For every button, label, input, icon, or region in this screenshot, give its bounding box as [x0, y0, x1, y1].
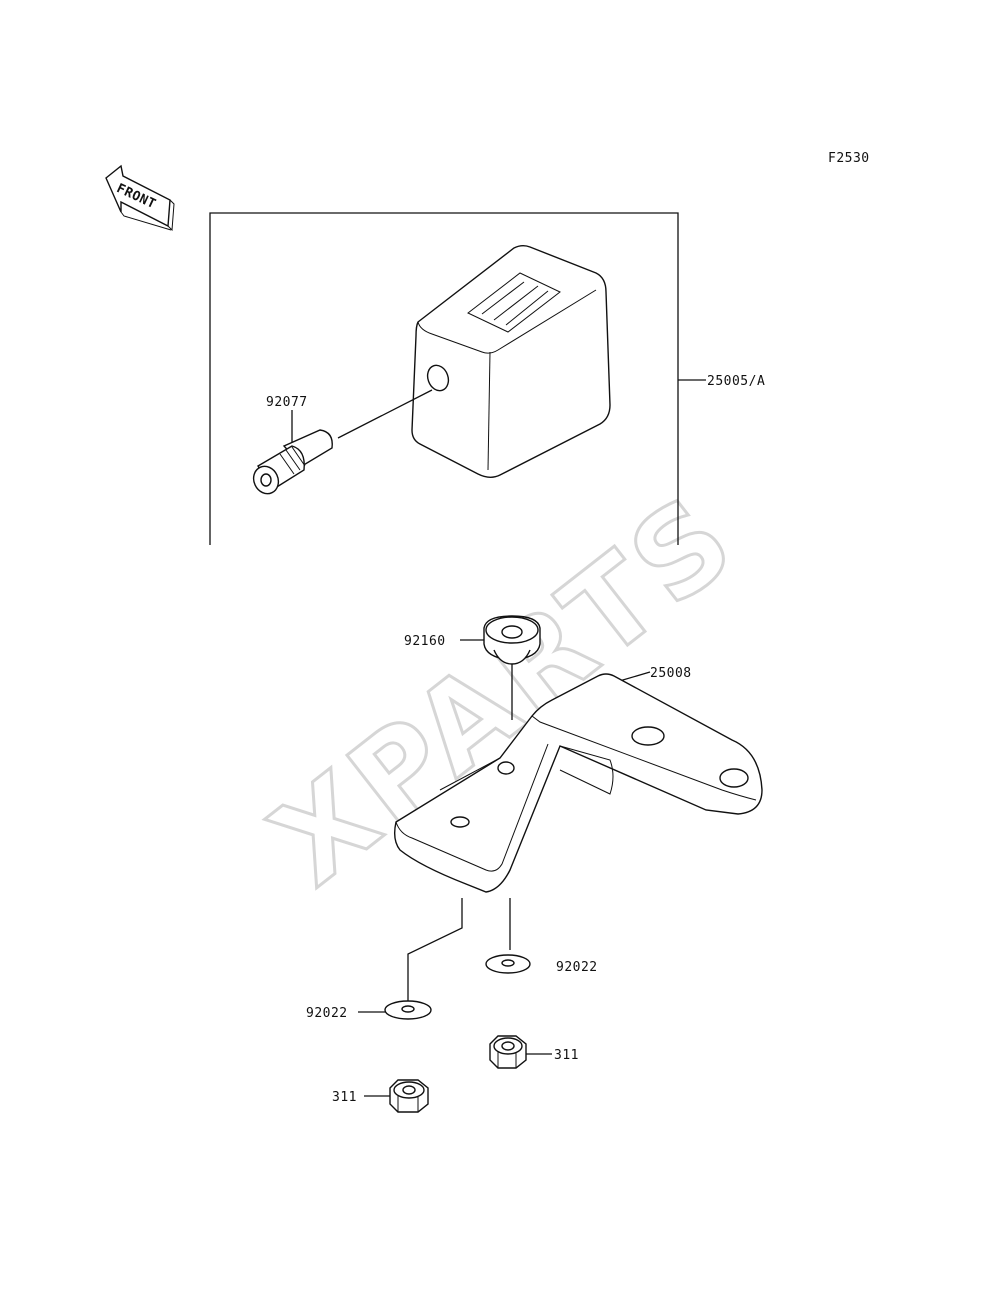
nut-right-part	[489, 1035, 527, 1069]
washer-right-part	[485, 954, 531, 974]
label-311-left: 311	[332, 1090, 357, 1105]
label-25008: 25008	[650, 666, 692, 681]
diagram-code: F2530	[828, 151, 870, 166]
nut-left-part	[389, 1079, 429, 1113]
label-311-right: 311	[554, 1048, 579, 1063]
label-25005a: 25005/A	[707, 374, 765, 389]
label-92077: 92077	[266, 395, 308, 410]
grommet-top-part	[483, 615, 541, 665]
label-92022-right: 92022	[556, 960, 598, 975]
washer-left-part	[384, 1000, 432, 1020]
group-box	[209, 212, 679, 545]
front-arrow-icon: FRONT	[105, 164, 175, 232]
label-92022-left: 92022	[306, 1006, 348, 1021]
grommet-small-part	[252, 429, 333, 495]
label-92160: 92160	[404, 634, 446, 649]
bracket-part	[393, 673, 763, 893]
cover-part	[411, 245, 611, 478]
